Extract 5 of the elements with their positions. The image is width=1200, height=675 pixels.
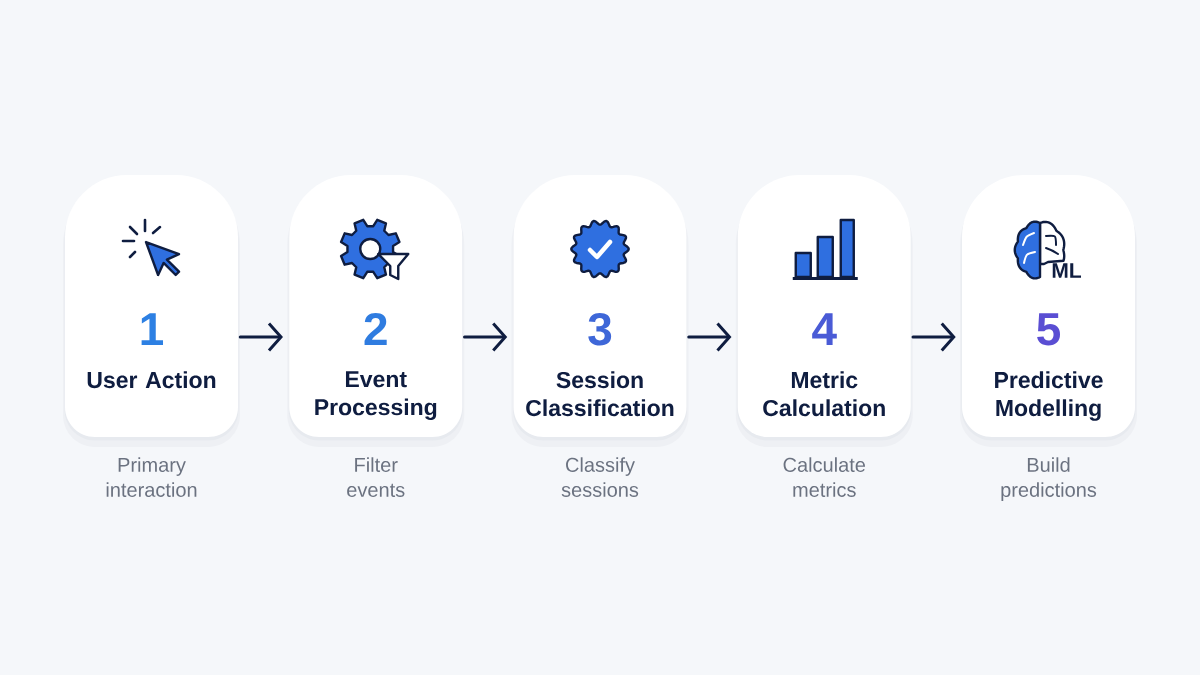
step-description: Calculate metrics bbox=[783, 457, 866, 497]
step-description: Filter events bbox=[347, 457, 405, 497]
step-description: Classify sessions bbox=[561, 457, 639, 497]
step-description: Build predictions bbox=[1001, 457, 1097, 501]
step-description: Primary interaction bbox=[106, 457, 197, 497]
